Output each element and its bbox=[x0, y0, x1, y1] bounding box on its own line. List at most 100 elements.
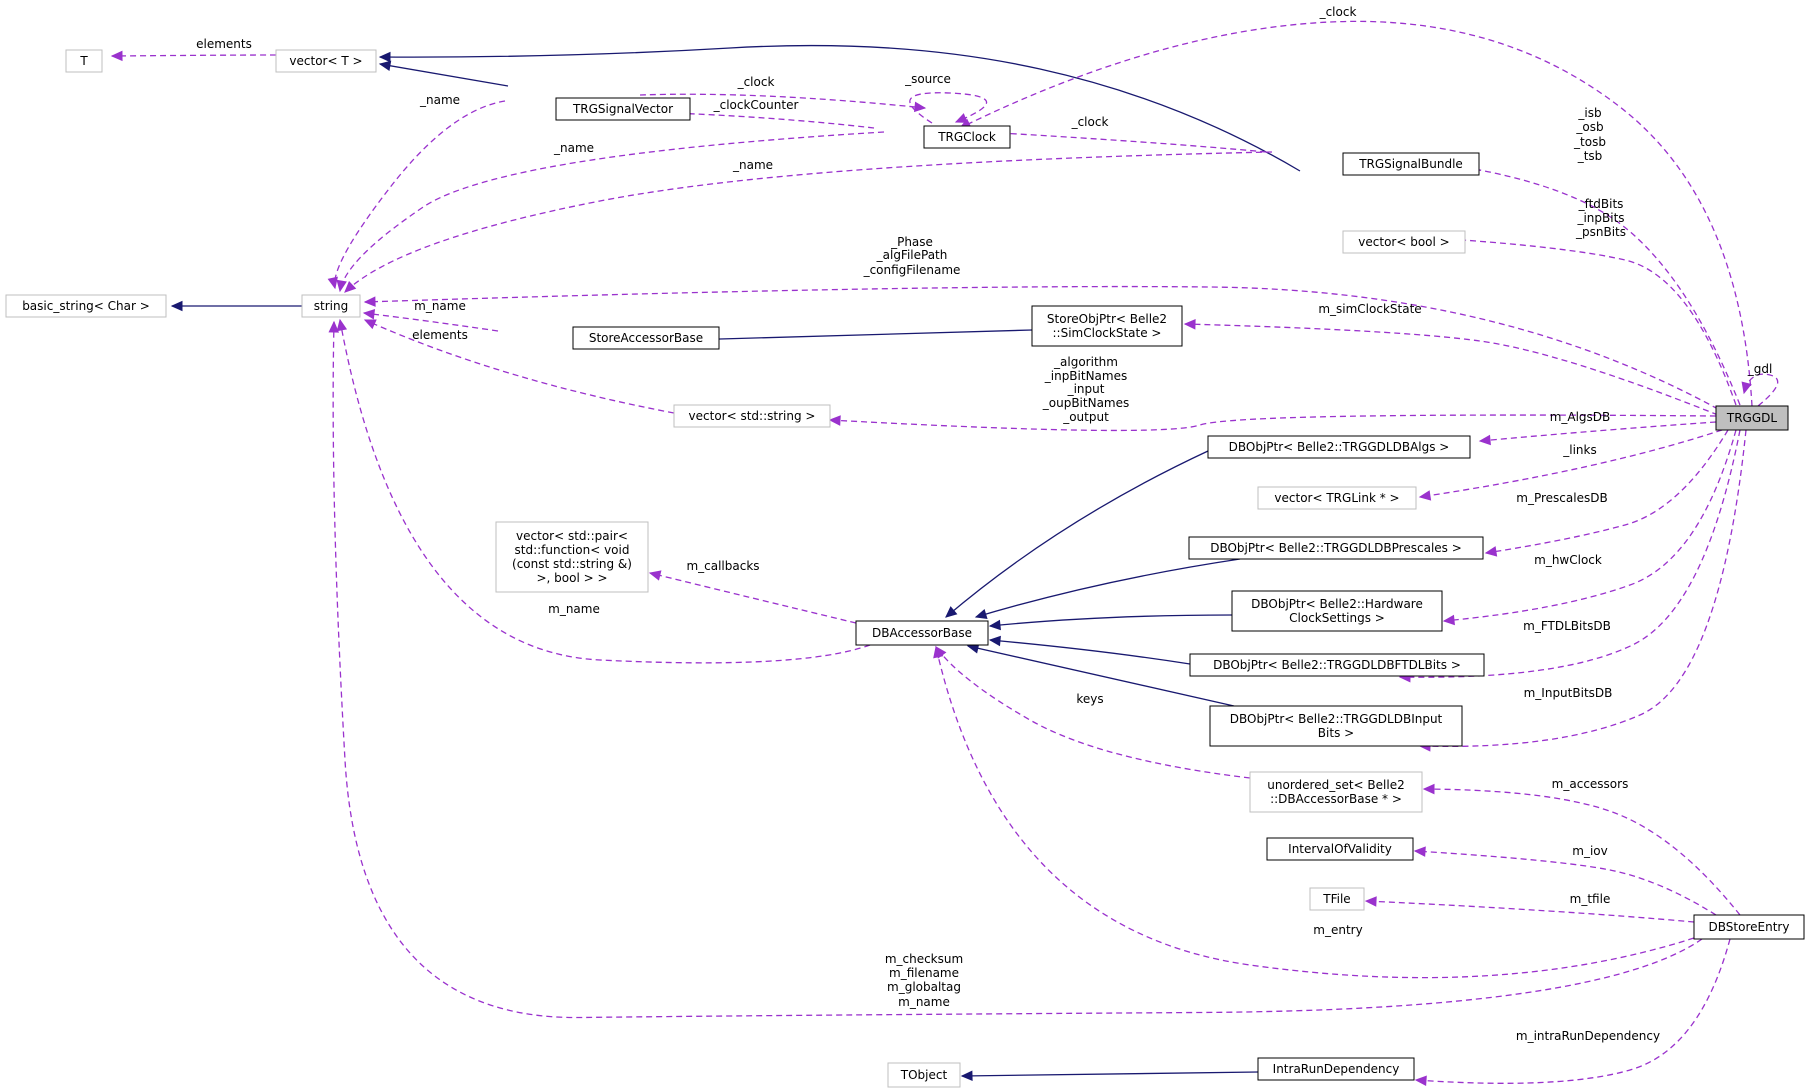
arrowhead bbox=[1741, 381, 1752, 395]
edge-line bbox=[961, 1071, 1259, 1077]
node-box bbox=[855, 620, 989, 646]
node-box bbox=[555, 97, 691, 121]
edge-label: m_callbacks bbox=[686, 559, 759, 573]
edge-line bbox=[1184, 323, 1719, 416]
edge-label: elements bbox=[196, 37, 252, 51]
edge-label: _algFilePath bbox=[876, 248, 948, 262]
edge-label: _tosb bbox=[1573, 135, 1606, 149]
arrowhead bbox=[828, 415, 841, 426]
node-intrarundependency[interactable]: IntraRunDependency bbox=[1257, 1057, 1415, 1081]
node-label: basic_string< Char > bbox=[22, 299, 150, 313]
arrowhead bbox=[1413, 846, 1426, 857]
edge-line bbox=[965, 130, 1267, 153]
node-label: TRGSignalVector bbox=[572, 102, 673, 116]
edge-label: m_accessors bbox=[1552, 777, 1629, 791]
arrowhead bbox=[327, 276, 338, 290]
arrowhead bbox=[336, 279, 347, 293]
edge-line bbox=[967, 645, 1235, 707]
node-label: ClockSettings > bbox=[1289, 611, 1385, 625]
edge-line bbox=[649, 572, 857, 624]
node-unordered-set: unordered_set< Belle2::DBAccessorBase * … bbox=[1249, 771, 1423, 813]
node-box bbox=[1209, 705, 1463, 747]
edge-line bbox=[959, 20, 1753, 407]
node-trgclock[interactable]: TRGClock bbox=[923, 125, 1011, 149]
node-dbstoreentry[interactable]: DBStoreEntry bbox=[1693, 914, 1805, 940]
edge-dbstoreentry-to-unordered-set: m_accessors bbox=[1422, 777, 1741, 916]
edge-label: m_name bbox=[414, 299, 466, 313]
edge-label: _output bbox=[1062, 410, 1109, 424]
node-vector-string: vector< std::string > bbox=[673, 404, 831, 428]
node-box bbox=[572, 326, 720, 350]
edge-line bbox=[363, 312, 499, 332]
edge-line bbox=[333, 100, 506, 289]
node-box bbox=[1266, 837, 1414, 861]
edge-trggdl-to-dbobjptr-prescales: m_PrescalesDB bbox=[1484, 429, 1729, 557]
edge-label: _algorithm bbox=[1053, 355, 1118, 369]
node-dbobjptr-algs[interactable]: DBObjPtr< Belle2::TRGGDLDBAlgs > bbox=[1207, 435, 1471, 459]
node-dbaccessorbase[interactable]: DBAccessorBase bbox=[855, 620, 989, 646]
node-box bbox=[1188, 536, 1484, 560]
edge-line bbox=[1399, 429, 1741, 678]
node-trgsignalbundle[interactable]: TRGSignalBundle bbox=[1342, 152, 1480, 176]
edge-label: _configFilename bbox=[863, 263, 961, 277]
edge-line bbox=[975, 558, 1241, 618]
edge-label: m_simClockState bbox=[1318, 302, 1421, 316]
node-box bbox=[1342, 152, 1480, 176]
node-label: IntraRunDependency bbox=[1273, 1062, 1400, 1076]
node-label: >, bool > > bbox=[536, 571, 607, 585]
node-label: std::function< void bbox=[515, 543, 630, 557]
node-box bbox=[1257, 486, 1417, 510]
edge-line bbox=[1485, 429, 1729, 554]
node-trggdl[interactable]: TRGGDL bbox=[1715, 405, 1789, 431]
edge-label: m_globaltag bbox=[887, 980, 961, 994]
node-box bbox=[887, 1062, 961, 1088]
node-dbobjptr-hardware[interactable]: DBObjPtr< Belle2::HardwareClockSettings … bbox=[1231, 590, 1443, 632]
node-box bbox=[923, 125, 1011, 149]
edge-line bbox=[989, 614, 1233, 627]
node-label: Bits > bbox=[1318, 726, 1354, 740]
node-storeaccessorbase[interactable]: StoreAccessorBase bbox=[572, 326, 720, 350]
edge-line bbox=[1415, 938, 1731, 1084]
edge-line bbox=[1423, 788, 1741, 916]
node-box bbox=[495, 521, 649, 593]
node-vector-bool: vector< bool > bbox=[1342, 230, 1466, 254]
node-dbobjptr-prescales[interactable]: DBObjPtr< Belle2::TRGGDLDBPrescales > bbox=[1188, 536, 1484, 560]
edge-line bbox=[1399, 235, 1737, 406]
arrowhead bbox=[170, 300, 183, 312]
edge-dbstoreentry-to-tfile: m_tfile bbox=[1364, 892, 1695, 923]
arrowhead bbox=[933, 645, 944, 659]
node-intervalofvalidity[interactable]: IntervalOfValidity bbox=[1266, 837, 1414, 861]
node-box bbox=[5, 294, 167, 318]
edge-trgclock-to-string: _name bbox=[336, 131, 885, 293]
node-label: unordered_set< Belle2 bbox=[1267, 778, 1404, 792]
node-box bbox=[1257, 1057, 1415, 1081]
edge-trggdl-to-trggdl: _gdl bbox=[1741, 362, 1779, 407]
edge-trggdl-to-vector-link: _links bbox=[1418, 429, 1723, 501]
edge-label: keys bbox=[1076, 692, 1103, 706]
node-storeobjptr[interactable]: StoreObjPtr< Belle2::SimClockState > bbox=[1031, 305, 1183, 347]
edge-line bbox=[1365, 900, 1695, 923]
edge-trggdl-to-vector-string: _algorithm_inpBitNames_input_oupBitNames… bbox=[828, 355, 1717, 432]
edge-vector-t-to-t: elements bbox=[110, 37, 277, 62]
edge-trgsignalvector-to-trgclock: _clock bbox=[639, 75, 927, 113]
node-trgsignalvector[interactable]: TRGSignalVector bbox=[555, 97, 691, 121]
edge-line bbox=[829, 414, 1717, 432]
edge-trggdl-to-dbobjptr-algs: m_AlgsDB bbox=[1478, 410, 1717, 446]
edge-label: m_PrescalesDB bbox=[1516, 491, 1607, 505]
edge-label: _inpBitNames bbox=[1044, 369, 1127, 383]
edge-label: m_intraRunDependency bbox=[1516, 1029, 1660, 1043]
edge-line bbox=[1402, 158, 1741, 406]
edge-line bbox=[379, 63, 509, 87]
node-label: vector< TRGLink * > bbox=[1274, 491, 1399, 505]
node-label: StoreAccessorBase bbox=[589, 331, 703, 345]
edge-label: _input bbox=[1067, 382, 1105, 396]
node-t: T bbox=[65, 49, 103, 73]
arrowhead bbox=[1422, 783, 1435, 795]
arrowhead bbox=[378, 51, 391, 63]
node-label: DBObjPtr< Belle2::TRGGDLDBFTDLBits > bbox=[1213, 658, 1461, 672]
edge-line bbox=[909, 92, 988, 124]
edge-line bbox=[945, 450, 1209, 618]
node-dbobjptr-ftdl[interactable]: DBObjPtr< Belle2::TRGGDLDBFTDLBits > bbox=[1189, 653, 1485, 677]
